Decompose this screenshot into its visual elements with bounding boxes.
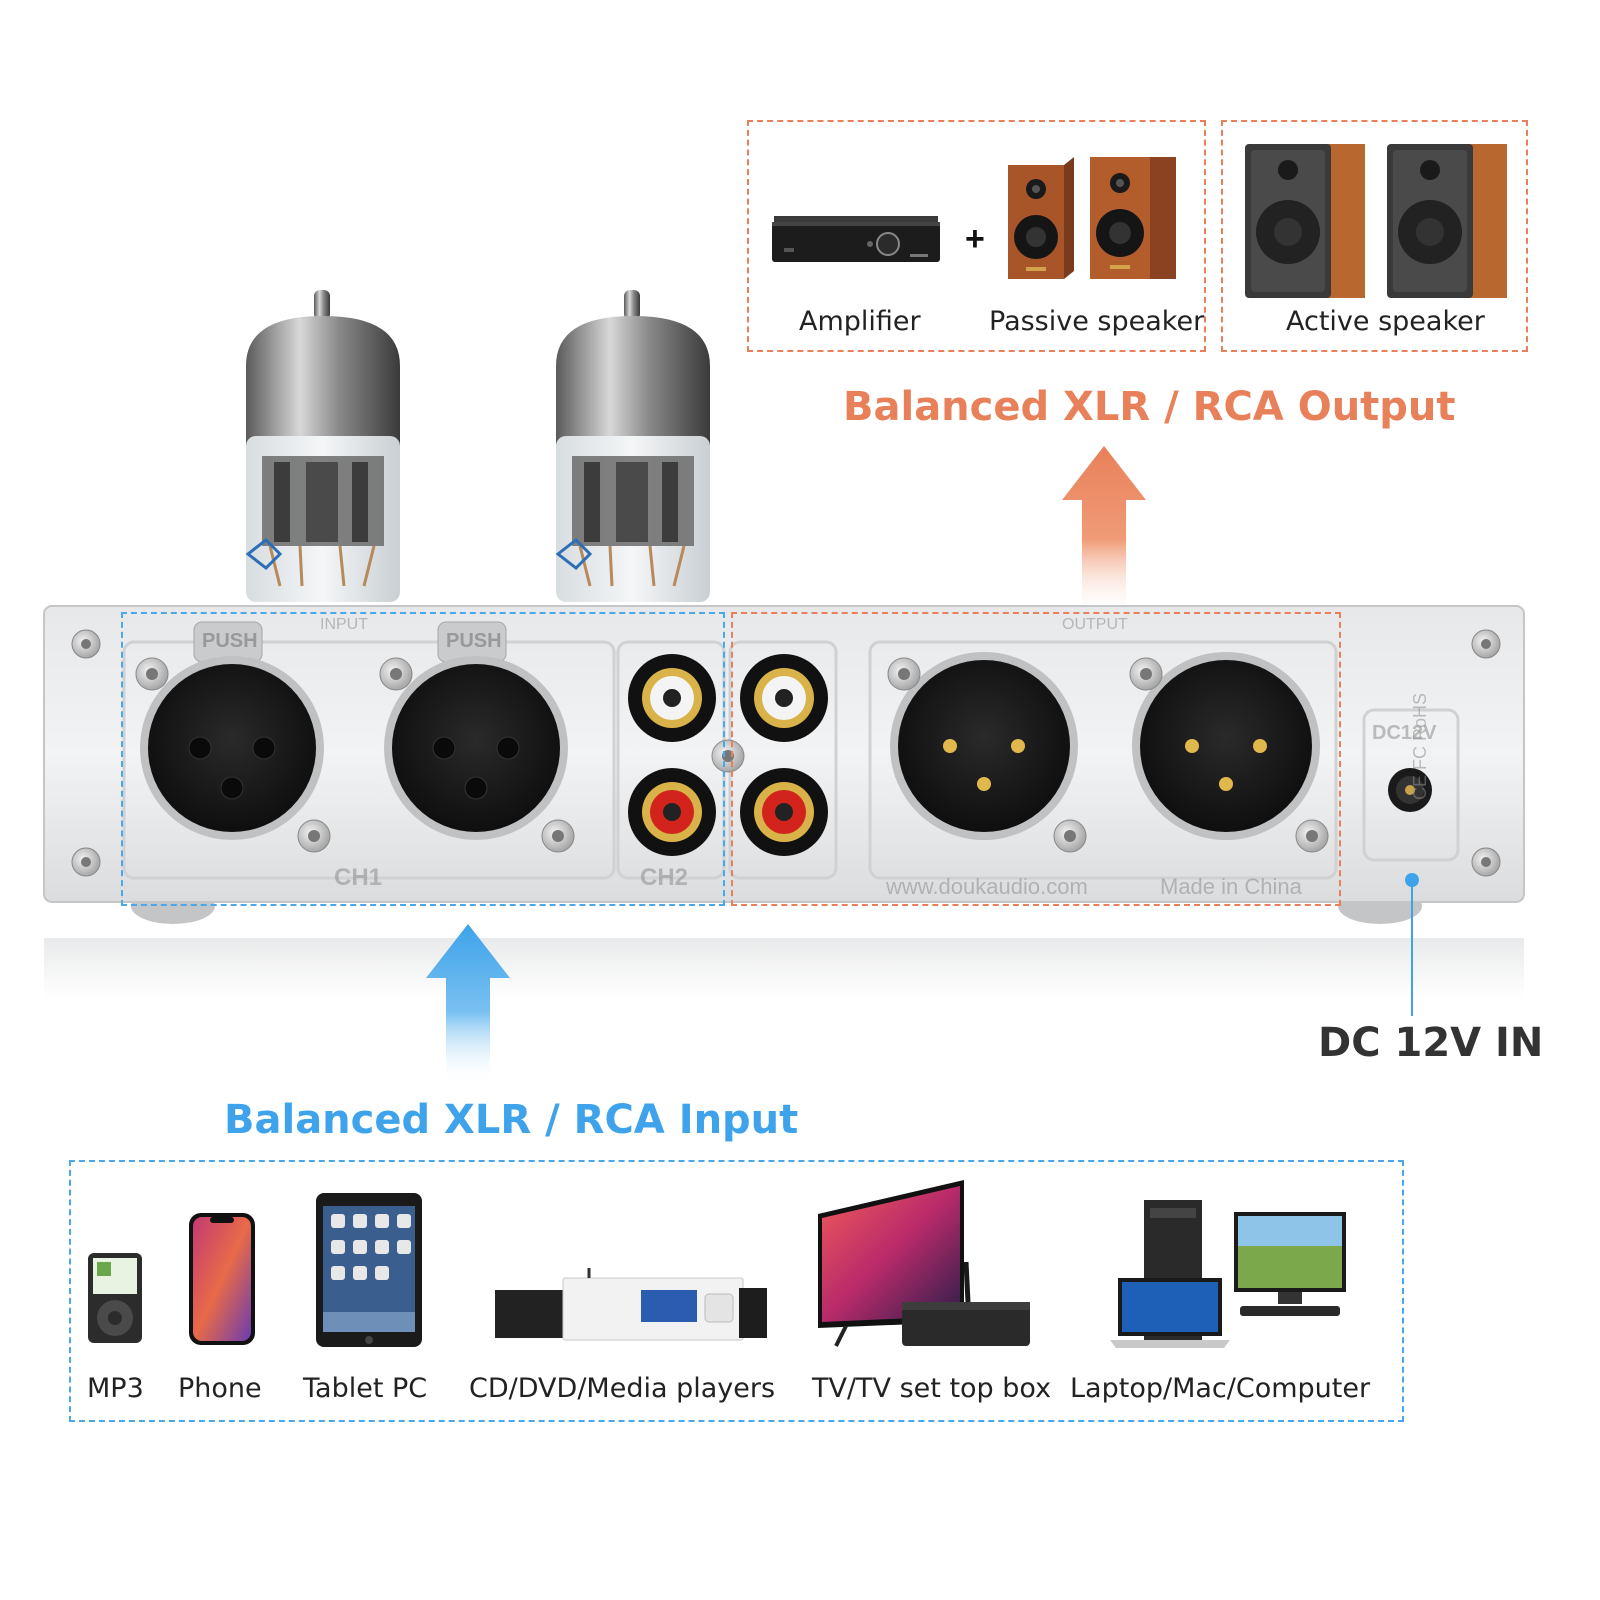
- active-speaker-box: [1221, 120, 1528, 352]
- input-highlight-box: [121, 612, 725, 906]
- input-devices-box: [69, 1160, 1404, 1422]
- panel-input-label: INPUT: [320, 616, 368, 633]
- passive-speaker-icon: [1008, 157, 1176, 279]
- dc-leader-line: [1405, 873, 1419, 1016]
- amplifier-rear-panel: [43, 605, 1525, 998]
- push-label-1: PUSH: [202, 630, 258, 652]
- output-arrow-icon: [1062, 446, 1146, 616]
- tablet-icon: [316, 1193, 422, 1347]
- push-label-2: PUSH: [446, 630, 502, 652]
- cert-label: CE FC RoHS: [1410, 692, 1430, 800]
- phone-icon: [189, 1213, 255, 1345]
- made-in-label: Made in China: [1160, 874, 1302, 899]
- passive-speaker-label: Passive speaker: [989, 306, 1205, 337]
- panel-output-label: OUTPUT: [1062, 616, 1128, 633]
- media-player-icon: [495, 1268, 767, 1341]
- output-title: Balanced XLR / RCA Output: [843, 384, 1456, 430]
- phone-label: Phone: [178, 1373, 262, 1404]
- tv-label: TV/TV set top box: [812, 1373, 1052, 1404]
- amplifier-label: Amplifier: [799, 306, 921, 337]
- tablet-label: Tablet PC: [303, 1373, 428, 1404]
- ch2-label: CH2: [640, 864, 689, 891]
- output-highlight-box: [731, 612, 1341, 906]
- website-label: www.doukaudio.com: [886, 874, 1088, 899]
- ch1-label: CH1: [334, 864, 383, 891]
- dc12v-label: DC12V: [1372, 722, 1437, 744]
- vacuum-tube-left-icon: [245, 290, 400, 602]
- computer-icon: [1110, 1200, 1346, 1348]
- computer-label: Laptop/Mac/Computer: [1070, 1373, 1371, 1404]
- dc-input-label: DC 12V IN: [1318, 1020, 1544, 1066]
- output-devices-box: [747, 120, 1206, 352]
- vacuum-tube-right-icon: [555, 290, 710, 602]
- active-speaker-icon: [1245, 144, 1507, 298]
- amplifier-icon: [772, 216, 940, 262]
- mp3-player-icon: [88, 1253, 142, 1343]
- input-arrow-icon: [426, 924, 510, 1084]
- tv-icon: [818, 1180, 1030, 1347]
- input-title: Balanced XLR / RCA Input: [224, 1097, 799, 1143]
- active-speaker-label: Active speaker: [1286, 306, 1485, 337]
- mp3-label: MP3: [87, 1373, 144, 1404]
- plus-sign: +: [965, 220, 985, 258]
- media-player-label: CD/DVD/Media players: [469, 1373, 776, 1404]
